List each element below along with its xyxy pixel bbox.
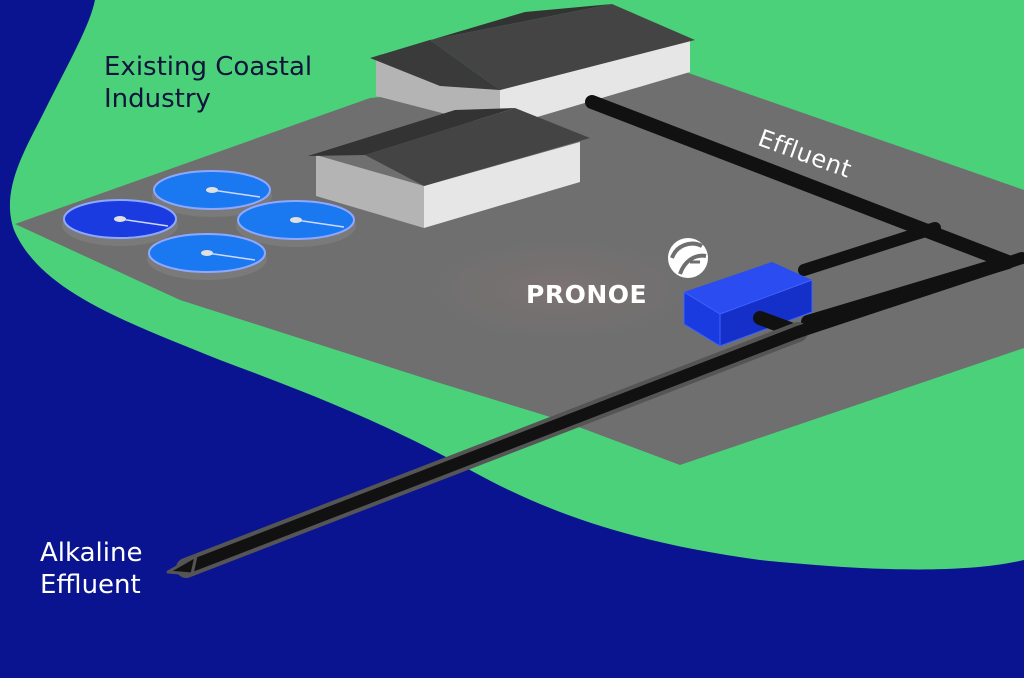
tank-1: [152, 170, 272, 217]
tank-4: [147, 233, 267, 280]
pronoe-logo-icon: [668, 238, 708, 278]
outfall-arrow-icon: [166, 554, 198, 576]
brand-label: PRONOE: [526, 280, 648, 309]
alkaline-effluent-label: Alkaline Effluent: [40, 538, 143, 600]
alkaline-effluent-pipe: [166, 252, 1024, 578]
industry-label: Existing Coastal Industry: [104, 52, 313, 114]
warehouse-front: [308, 108, 590, 228]
tank-2: [62, 199, 178, 246]
warehouse-back: [370, 4, 695, 128]
tank-3: [236, 200, 356, 247]
site-highlight: [380, 220, 740, 360]
